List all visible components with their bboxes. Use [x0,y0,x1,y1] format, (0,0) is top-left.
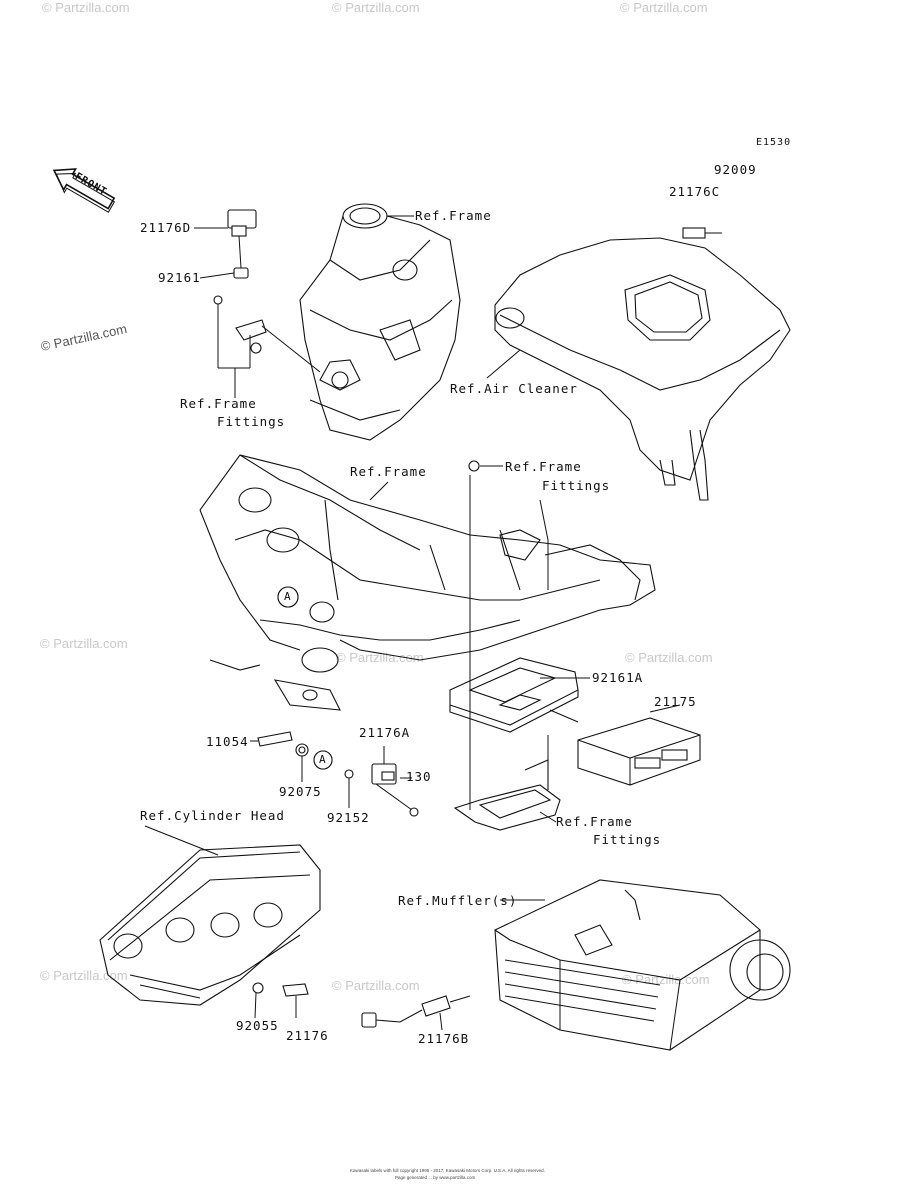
watermark: © Partzilla.com [336,650,424,665]
ref-muffler: Ref.Muffler(s) [398,893,518,908]
part-92055[interactable]: 92055 [236,1018,279,1033]
ref-frame-fittings-low-2: Fittings [593,832,662,847]
part-21176A[interactable]: 21176A [359,725,411,740]
part-92161A[interactable]: 92161A [592,670,644,685]
callout-a-label: A [319,753,327,766]
part-11054[interactable]: 11054 [206,734,249,749]
part-21176[interactable]: 21176 [286,1028,329,1043]
part-21175[interactable]: 21175 [654,694,697,709]
part-92009[interactable]: 92009 [714,162,757,177]
ref-air-cleaner: Ref.Air Cleaner [450,381,578,396]
bracket-92161A-drawing [449,657,590,733]
muffler-drawing [494,879,791,1051]
callout-a-frame [277,586,299,608]
front-arrow-icon [52,168,116,213]
part-92161[interactable]: 92161 [158,270,201,285]
bolt-drawing [468,460,549,810]
part-92075[interactable]: 92075 [279,784,322,799]
ref-frame-mid: Ref.Frame [350,464,427,479]
part-21176B[interactable]: 21176B [418,1031,470,1046]
cylinder-head-drawing [99,825,321,1006]
part-92152[interactable]: 92152 [327,810,370,825]
part-21176C[interactable]: 21176C [669,184,721,199]
watermark: © Partzilla.com [625,650,713,665]
ref-cylinder-head: Ref.Cylinder Head [140,808,285,823]
callout-a-label: A [284,590,292,603]
watermark: © Partzilla.com [332,978,420,993]
diagram-code: E1530 [756,137,792,148]
part-21176D[interactable]: 21176D [140,220,192,235]
sensor-21176A-drawing [250,731,419,817]
callout-a-sensor [313,750,333,770]
watermark: © Partzilla.com [332,0,420,15]
ref-frame-fittings-mid-2: Fittings [542,478,611,493]
watermark: © Partzilla.com [40,968,128,983]
sensor-21176-drawing [252,982,309,1019]
lower-bracket-drawing [453,735,561,831]
sensor-21176B-drawing [361,995,471,1031]
ref-frame-fittings-left-2: Fittings [217,414,286,429]
sensor-21176D-drawing [194,209,321,398]
frame-head-drawing [299,203,461,441]
footer-copyright: Kawasaki labels with full copyright 1995… [350,1168,545,1173]
footer-generated: Page generated ... by www.partzilla.com [395,1175,476,1180]
watermark: © Partzilla.com [40,636,128,651]
part-130[interactable]: 130 [406,769,432,784]
ref-frame-top: Ref.Frame [415,208,492,223]
ref-frame-fittings-left: Ref.Frame [180,396,257,411]
ref-frame-fittings-low: Ref.Frame [556,814,633,829]
watermark: © Partzilla.com [42,0,130,15]
main-frame-drawing [199,454,656,711]
ref-frame-fittings-mid: Ref.Frame [505,459,582,474]
watermark: © Partzilla.com [620,0,708,15]
ecu-21175-drawing [549,704,701,786]
air-cleaner-drawing [486,227,791,501]
